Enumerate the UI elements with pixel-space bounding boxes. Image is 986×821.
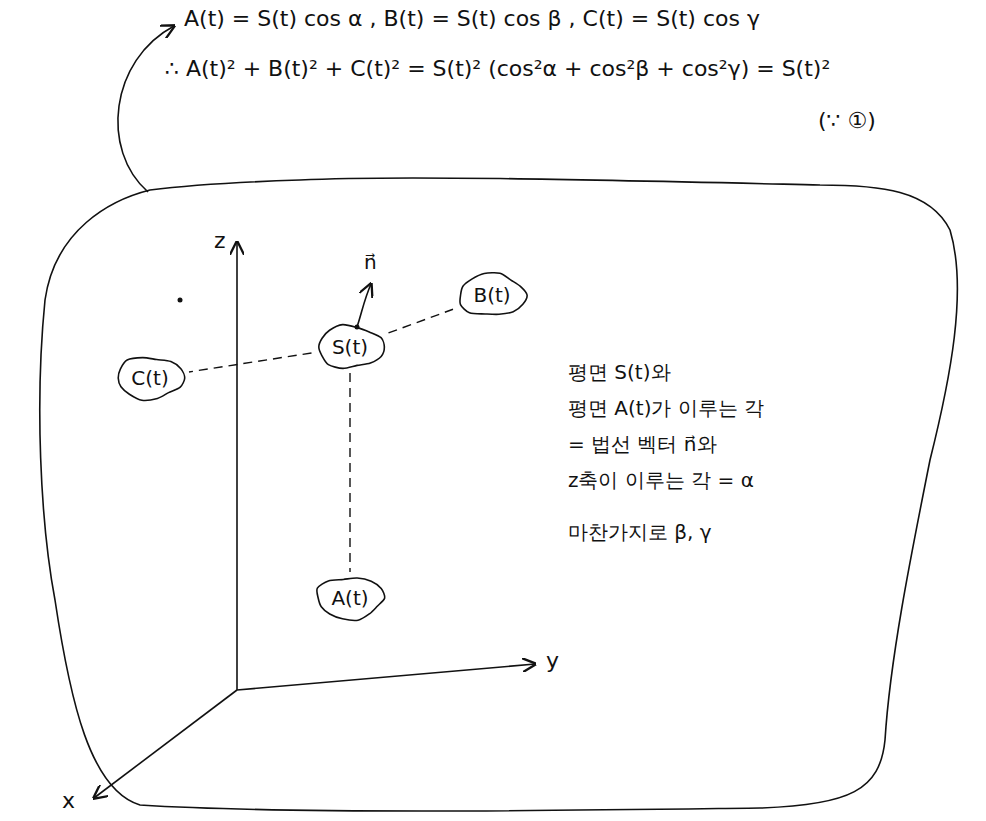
- dot: [178, 298, 183, 303]
- pointer-arrow: [118, 26, 174, 192]
- equation: ∴ A(t)² + B(t)² + C(t)² = S(t)² (cos²α +…: [165, 56, 830, 82]
- projection-line: [349, 373, 350, 572]
- projection-line: [389, 309, 454, 333]
- note-line: = 법선 벡터 n⃗와: [568, 432, 717, 456]
- enclosing-outline: [40, 178, 958, 811]
- z-axis: [236, 242, 238, 690]
- plane-region: S(t): [312, 321, 389, 373]
- region-label: B(t): [453, 283, 531, 307]
- equation: A(t) = S(t) cos α , B(t) = S(t) cos β , …: [184, 6, 760, 32]
- note-line: 평면 A(t)가 이루는 각: [568, 396, 764, 420]
- axis-label: x: [62, 788, 75, 814]
- reason-note: (∵ ①): [818, 108, 876, 134]
- plane-region: C(t): [111, 352, 189, 404]
- axis-label: z: [214, 228, 226, 254]
- axis-label: y: [546, 648, 559, 674]
- note-line: 평면 S(t)와: [568, 360, 671, 384]
- plane-region: B(t): [453, 269, 531, 321]
- y-axis: [237, 664, 535, 690]
- region-label: C(t): [111, 366, 189, 390]
- region-label: S(t): [312, 335, 389, 359]
- plane-region: A(t): [311, 572, 389, 624]
- vector-label: n⃗: [364, 250, 377, 274]
- note-line: 마찬가지로 β, γ: [568, 520, 712, 544]
- normal-vector-arrow: [357, 284, 371, 327]
- projection-line: [189, 353, 312, 372]
- region-label: A(t): [311, 586, 389, 610]
- note-line: z축이 이루는 각 = α: [568, 468, 754, 492]
- x-axis: [94, 690, 237, 798]
